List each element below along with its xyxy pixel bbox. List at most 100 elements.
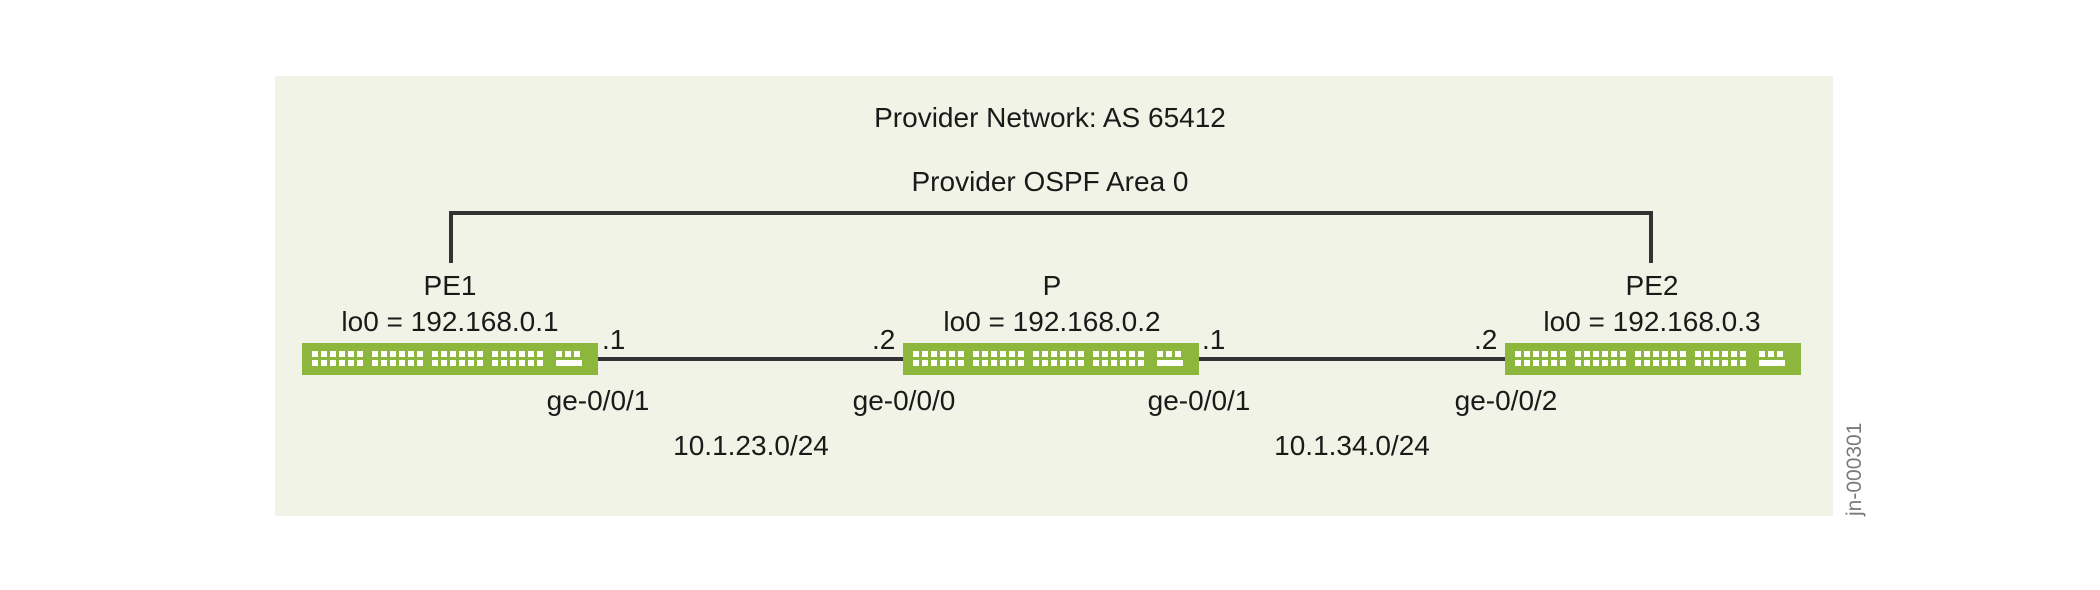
port-icon bbox=[1662, 360, 1668, 366]
port-icon bbox=[1671, 360, 1677, 366]
port-icon bbox=[1611, 360, 1617, 366]
link2-right-interface: ge-0/0/2 bbox=[1454, 385, 1558, 416]
port-icon bbox=[1740, 351, 1746, 357]
port-icon bbox=[1018, 351, 1024, 357]
link1-left-interface: ge-0/0/1 bbox=[546, 385, 650, 416]
link1-right-host: .2 bbox=[872, 324, 896, 355]
port-icon bbox=[1575, 360, 1581, 366]
port-icon bbox=[510, 351, 516, 357]
port-icon bbox=[1138, 351, 1144, 357]
port-icon bbox=[1042, 351, 1048, 357]
link1-right-interface: ge-0/0/0 bbox=[852, 385, 956, 416]
port-icon bbox=[1551, 351, 1557, 357]
port-icon bbox=[1018, 360, 1024, 366]
port-icon bbox=[537, 360, 543, 366]
port-icon bbox=[1009, 360, 1015, 366]
port-icon bbox=[381, 351, 387, 357]
port-icon bbox=[441, 360, 447, 366]
port-icon bbox=[1078, 360, 1084, 366]
port-icon bbox=[922, 360, 928, 366]
port-icon bbox=[1635, 360, 1641, 366]
port-icon bbox=[1575, 351, 1581, 357]
port-icon bbox=[1620, 351, 1626, 357]
port-icon bbox=[417, 351, 423, 357]
port-icon bbox=[1524, 351, 1530, 357]
port-icon bbox=[1129, 360, 1135, 366]
port-icon bbox=[432, 360, 438, 366]
uplink-port-icon bbox=[1157, 351, 1163, 357]
port-icon bbox=[1662, 351, 1668, 357]
port-icon bbox=[1611, 351, 1617, 357]
port-icon bbox=[1060, 360, 1066, 366]
port-icon bbox=[519, 351, 525, 357]
port-icon bbox=[1542, 360, 1548, 366]
port-icon bbox=[1000, 360, 1006, 366]
port-icon bbox=[1722, 351, 1728, 357]
port-icon bbox=[492, 360, 498, 366]
port-icon bbox=[1051, 360, 1057, 366]
port-icon bbox=[973, 351, 979, 357]
router-pe1-switch bbox=[302, 343, 598, 375]
port-icon bbox=[1680, 360, 1686, 366]
port-icon bbox=[1731, 360, 1737, 366]
port-icon bbox=[982, 351, 988, 357]
port-icon bbox=[1051, 351, 1057, 357]
port-icon bbox=[528, 351, 534, 357]
port-icon bbox=[1704, 360, 1710, 366]
port-icon bbox=[1129, 351, 1135, 357]
port-icon bbox=[1713, 360, 1719, 366]
router-pe2-name: PE2 bbox=[1625, 270, 1679, 301]
port-icon bbox=[312, 351, 318, 357]
port-icon bbox=[931, 360, 937, 366]
port-icon bbox=[922, 351, 928, 357]
port-icon bbox=[477, 360, 483, 366]
port-icon bbox=[450, 351, 456, 357]
port-icon bbox=[982, 360, 988, 366]
port-icon bbox=[958, 360, 964, 366]
port-icon bbox=[450, 360, 456, 366]
port-icon bbox=[390, 351, 396, 357]
port-icon bbox=[1722, 360, 1728, 366]
port-icon bbox=[1093, 351, 1099, 357]
port-icon bbox=[1593, 360, 1599, 366]
router-p-loopback: lo0 = 192.168.0.2 bbox=[943, 306, 1161, 337]
port-icon bbox=[940, 360, 946, 366]
port-icon bbox=[1644, 360, 1650, 366]
port-icon bbox=[1713, 351, 1719, 357]
port-icon bbox=[399, 351, 405, 357]
port-icon bbox=[1542, 351, 1548, 357]
port-icon bbox=[931, 351, 937, 357]
port-icon bbox=[1584, 351, 1590, 357]
port-icon bbox=[321, 360, 327, 366]
port-icon bbox=[348, 351, 354, 357]
port-icon bbox=[1644, 351, 1650, 357]
port-icon bbox=[501, 351, 507, 357]
port-icon bbox=[913, 360, 919, 366]
port-icon bbox=[1042, 360, 1048, 366]
link1-left-host: .1 bbox=[602, 324, 626, 355]
port-icon bbox=[477, 351, 483, 357]
port-icon bbox=[408, 351, 414, 357]
port-icon bbox=[1033, 360, 1039, 366]
uplink-port-icon bbox=[1759, 351, 1765, 357]
port-icon bbox=[1635, 351, 1641, 357]
router-pe1-name: PE1 bbox=[423, 270, 477, 301]
port-icon bbox=[1653, 351, 1659, 357]
port-icon bbox=[1009, 351, 1015, 357]
port-icon bbox=[1138, 360, 1144, 366]
uplink-port-icon bbox=[574, 351, 580, 357]
port-icon bbox=[390, 360, 396, 366]
port-icon bbox=[1120, 360, 1126, 366]
port-icon bbox=[1069, 360, 1075, 366]
link2-right-host: .2 bbox=[1474, 324, 1498, 355]
port-icon bbox=[528, 360, 534, 366]
port-icon bbox=[1515, 351, 1521, 357]
port-icon bbox=[1111, 360, 1117, 366]
port-icon bbox=[973, 360, 979, 366]
port-icon bbox=[468, 351, 474, 357]
port-icon bbox=[537, 351, 543, 357]
router-p-switch bbox=[903, 343, 1199, 375]
port-icon bbox=[330, 360, 336, 366]
port-icon bbox=[1000, 351, 1006, 357]
port-icon bbox=[441, 351, 447, 357]
